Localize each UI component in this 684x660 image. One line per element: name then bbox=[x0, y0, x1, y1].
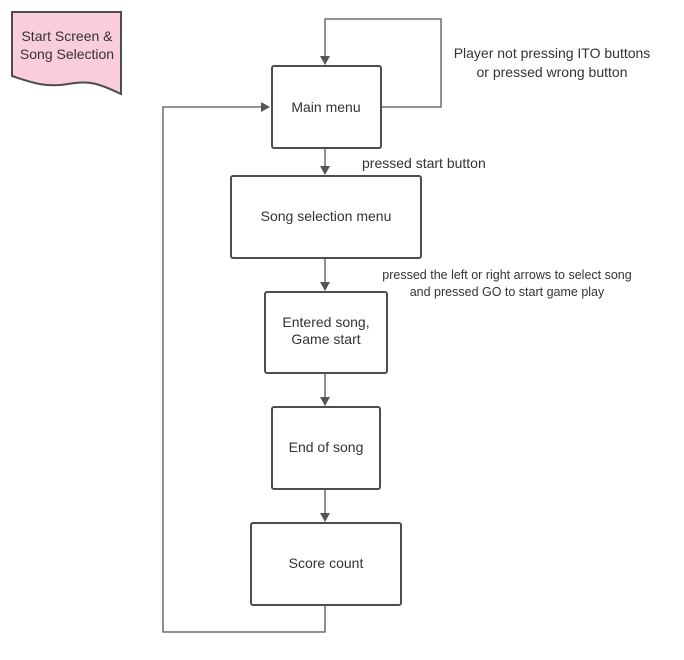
node-entered-song-label-line1: Entered song, bbox=[282, 314, 369, 330]
node-song-selection-label: Song selection menu bbox=[261, 208, 392, 224]
loop-connector bbox=[320, 18, 442, 108]
legend-document-shape: Start Screen & Song Selection bbox=[11, 11, 122, 96]
edge-label-select-line2: and pressed GO to start game play bbox=[410, 285, 605, 299]
edge-label-select-line1: pressed the left or right arrows to sele… bbox=[382, 268, 631, 282]
legend-text-line2: Song Selection bbox=[20, 46, 114, 62]
node-score-count-label: Score count bbox=[289, 555, 364, 571]
edge-label-start-pressed: pressed start button bbox=[362, 155, 486, 171]
node-end-of-song-label: End of song bbox=[289, 439, 364, 455]
node-score-count: Score count bbox=[250, 522, 402, 606]
legend-text-line1: Start Screen & bbox=[21, 28, 113, 44]
node-entered-song-label-line2: Game start bbox=[291, 331, 360, 347]
node-song-selection: Song selection menu bbox=[230, 175, 422, 259]
node-entered-song: Entered song, Game start bbox=[264, 291, 388, 374]
legend-shape bbox=[11, 11, 122, 96]
edge-label-loop-line1: Player not pressing ITO buttons bbox=[454, 45, 651, 61]
edge-label-loop-line2: or pressed wrong button bbox=[477, 64, 628, 80]
node-main-menu: Main menu bbox=[271, 65, 382, 149]
connector-score-to-main bbox=[162, 102, 326, 633]
node-main-menu-label: Main menu bbox=[291, 99, 360, 115]
node-end-of-song: End of song bbox=[271, 406, 381, 490]
